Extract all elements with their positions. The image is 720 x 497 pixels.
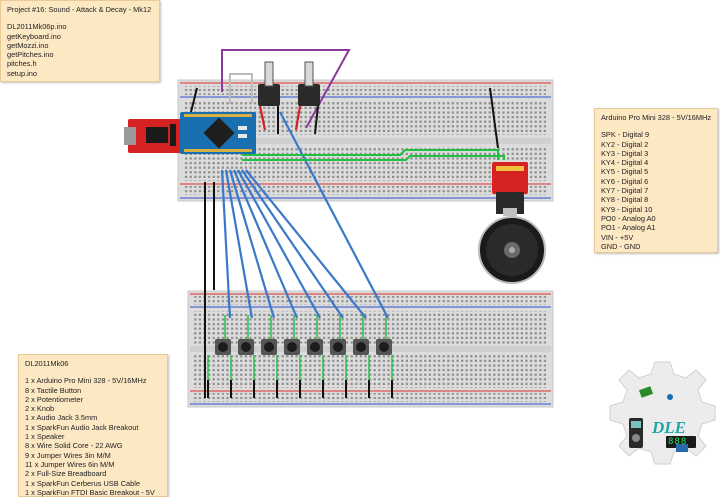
pin-item: GND - GND: [601, 241, 641, 251]
speaker-wires: [242, 149, 505, 161]
part-item: 2 x Potentiometer: [25, 394, 83, 404]
part-item: 9 x Jumper Wires 3in M/M: [25, 450, 111, 460]
speaker: [478, 216, 546, 284]
audio-jack-breakout: [492, 162, 528, 216]
project-file: DL2011Mk06p.ino: [7, 22, 67, 32]
project-file: setup.ino: [7, 68, 37, 78]
pin-item: KY4 - Digital 4: [601, 158, 649, 168]
project-file: pitches.h: [7, 59, 37, 69]
parts-note: DL2011Mk06 1 x Arduino Pro Mini 328 - 5V…: [18, 354, 168, 497]
part-item: 1 x Speaker: [25, 432, 65, 442]
part-item: 8 x Wire Solid Core - 22 AWG: [25, 441, 123, 451]
pin-item: KY2 - Digital 2: [601, 139, 649, 149]
ftdi-breakout: [124, 119, 182, 153]
project-file: getKeyboard.ino: [7, 31, 61, 41]
pin-item: KY8 - Digital 8: [601, 195, 649, 205]
project-note-title: Project #16: Sound - Attack & Decay - Mk…: [7, 5, 152, 14]
dle-logo: [609, 361, 716, 465]
part-item: 2 x Knob: [25, 404, 55, 414]
parts-note-title: DL2011Mk06: [25, 359, 69, 368]
pin-item: SPK - Digital 9: [601, 130, 650, 140]
project-note: Project #16: Sound - Attack & Decay - Mk…: [0, 0, 160, 82]
part-item: 8 x Tactile Button: [25, 385, 82, 395]
part-item: 1 x SparkFun Cerberus USB Cable: [25, 478, 141, 488]
pin-note: Arduino Pro Mini 328 - 5V/16MHz SPK - Di…: [594, 108, 718, 253]
ground-wires: [190, 87, 499, 398]
white-wire: [229, 73, 253, 104]
pin-item: KY7 - Digital 7: [601, 186, 649, 196]
part-item: 1 x SparkFun FTDI Basic Breakout - 5V: [25, 487, 155, 497]
pin-item: KY9 - Digital 10: [601, 204, 653, 214]
part-item: 1 x Audio Jack 3.5mm: [25, 413, 98, 423]
pin-note-title: Arduino Pro Mini 328 - 5V/16MHz: [601, 113, 712, 122]
potentiometer-2[interactable]: [294, 61, 320, 135]
potentiometer-1[interactable]: [258, 61, 280, 134]
pin-item: PO1 - Analog A1: [601, 223, 656, 233]
tactile-buttons[interactable]: [215, 339, 392, 355]
pin-item: VIN - +5V: [601, 232, 634, 242]
part-item: 1 x SparkFun Audio Jack Breakout: [25, 422, 139, 432]
pin-item: KY3 - Digital 3: [601, 148, 649, 158]
pot-wire-purple: [221, 49, 351, 129]
logo-display: 888: [668, 437, 688, 447]
project-file: getMozzi.ino: [7, 40, 49, 50]
pin-item: KY6 - Digital 6: [601, 176, 649, 186]
part-item: 1 x Arduino Pro Mini 328 - 5V/16MHz: [25, 376, 147, 386]
pin-item: PO0 - Analog A0: [601, 213, 656, 223]
part-item: 2 x Full-Size Breadboard: [25, 469, 107, 479]
project-file: getPitches.ino: [7, 50, 54, 60]
arduino-pro-mini: [180, 112, 256, 154]
key-wires: [220, 111, 389, 319]
part-item: 11 x Jumper Wires 6in M/M: [25, 459, 115, 469]
pin-item: KY5 - Digital 5: [601, 167, 649, 177]
logo-text: DLE: [652, 418, 686, 437]
